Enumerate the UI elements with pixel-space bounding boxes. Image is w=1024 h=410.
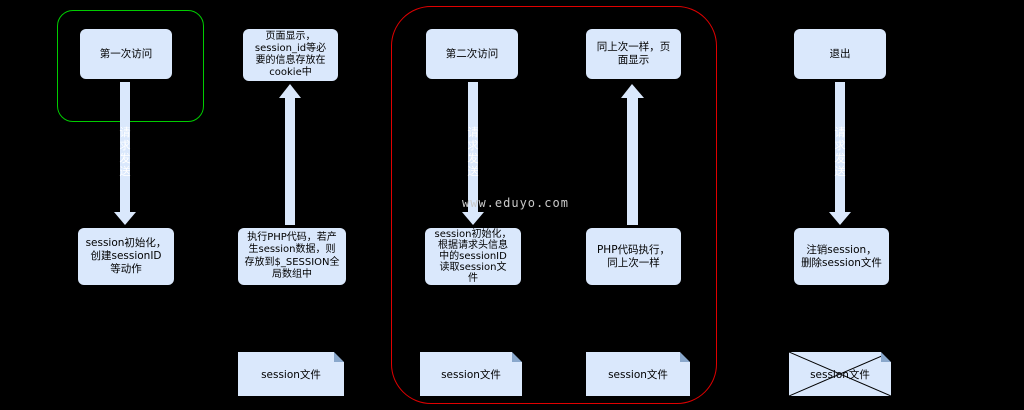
arrow-down-2	[462, 82, 484, 225]
logout-node: 退出	[794, 29, 886, 79]
session-init-create-text: session初始化， 创建sessionID 等动作	[85, 237, 167, 275]
page-display-text: 页面显示， session_id等必 要的信息存放在 cookie中	[254, 31, 327, 78]
session-file-2-label: session文件	[441, 368, 501, 381]
php-exec-same-node: PHP代码执行， 同上次一样	[586, 228, 681, 285]
second-visit-node: 第二次访问	[426, 29, 518, 79]
first-visit-node: 第一次访问	[80, 29, 172, 79]
session-init-create-node: session初始化， 创建sessionID 等动作	[78, 228, 174, 285]
session-file-deleted: session文件	[789, 352, 891, 396]
session-file-deleted-label: session文件	[810, 368, 870, 381]
same-display-node: 同上次一样，页 面显示	[586, 29, 681, 79]
destroy-session-text: 注销session， 删除session文件	[801, 243, 882, 269]
session-init-read-text: session初始化， 根据请求头信息 中的sessionID 读取sessio…	[434, 229, 512, 284]
send-request-label-3: 请求发送	[834, 126, 846, 178]
logout-text: 退出	[829, 47, 851, 60]
session-file-1: session文件	[238, 352, 344, 396]
session-file-2: session文件	[420, 352, 522, 396]
session-init-read-node: session初始化， 根据请求头信息 中的sessionID 读取sessio…	[425, 228, 521, 285]
session-file-3-label: session文件	[608, 368, 668, 381]
arrow-down-3	[829, 82, 851, 225]
exec-php-node: 执行PHP代码，若产 生session数据，则 存放到$_SESSION全 局数…	[238, 228, 346, 285]
page-display-node: 页面显示， session_id等必 要的信息存放在 cookie中	[243, 29, 338, 81]
first-visit-highlight-frame	[57, 10, 204, 122]
session-file-3: session文件	[586, 352, 690, 396]
first-visit-text: 第一次访问	[99, 47, 153, 60]
deleted-cross-icon	[789, 352, 891, 396]
php-exec-same-text: PHP代码执行， 同上次一样	[596, 243, 671, 269]
send-request-label-2: 请求发送	[467, 126, 479, 178]
destroy-session-node: 注销session， 删除session文件	[794, 228, 889, 285]
session-file-1-label: session文件	[261, 368, 321, 381]
arrow-down-1	[114, 82, 136, 225]
watermark-text: www.eduyo.com	[462, 196, 569, 210]
same-display-text: 同上次一样，页 面显示	[596, 41, 671, 66]
second-visit-highlight-frame	[391, 6, 717, 404]
arrow-up-1	[279, 84, 301, 225]
exec-php-text: 执行PHP代码，若产 生session数据，则 存放到$_SESSION全 局数…	[244, 231, 340, 281]
arrow-up-2	[621, 84, 644, 225]
send-request-label-1: 请求发送	[119, 126, 131, 178]
second-visit-text: 第二次访问	[445, 47, 499, 60]
